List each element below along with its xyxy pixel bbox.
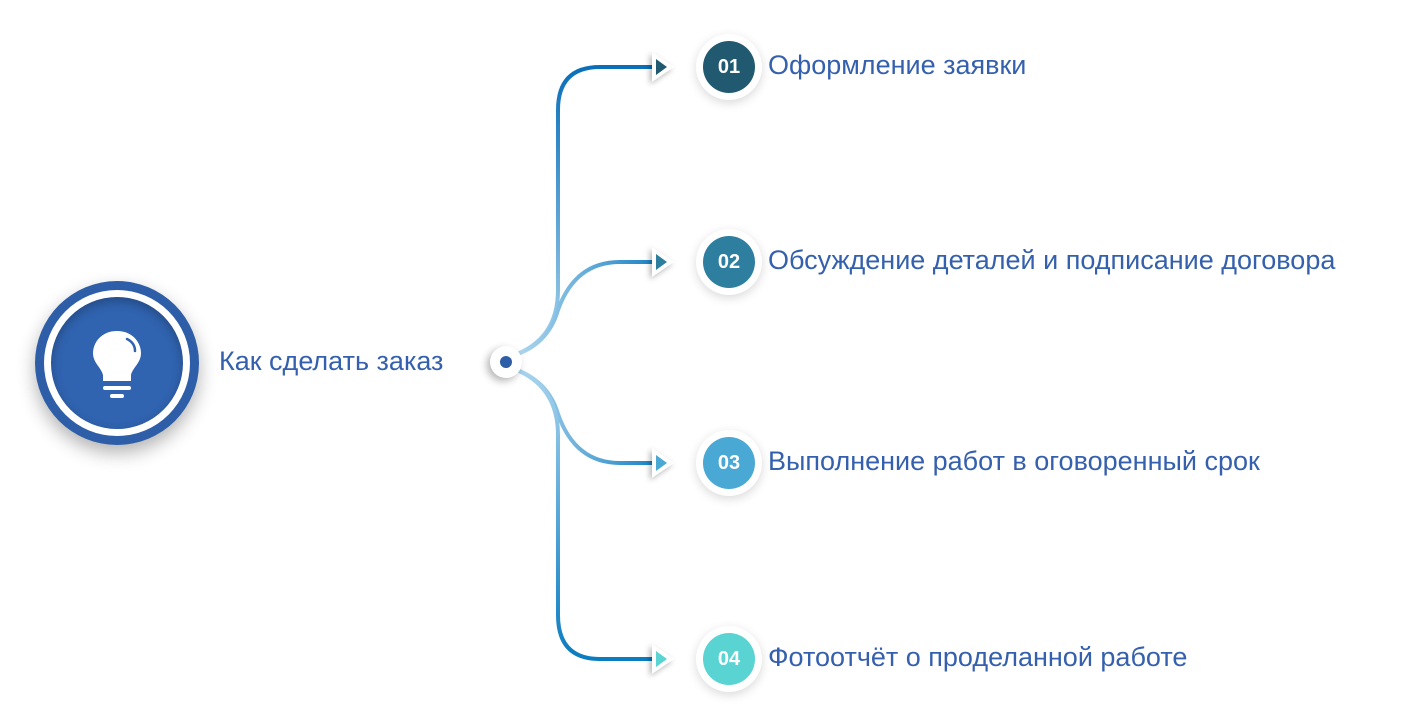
branch-04	[511, 366, 656, 661]
step-label: Фотоотчёт о проделанной работе	[768, 642, 1188, 672]
step-label: Обсуждение деталей и подписание договора	[768, 245, 1336, 275]
diagram-title: Как сделать заказ	[219, 346, 444, 376]
branch-01	[511, 65, 656, 358]
step-number-badge: 04	[696, 626, 762, 692]
junction-dot	[490, 346, 522, 378]
step-number-badge: 02	[696, 229, 762, 295]
step-number-badge: 01	[696, 34, 762, 100]
lightbulb-icon	[93, 331, 141, 398]
center-hub	[35, 281, 199, 445]
step-label: Выполнение работ в оговоренный срок	[768, 446, 1260, 476]
arrow-icon	[652, 52, 674, 674]
branch-02	[511, 260, 656, 358]
step-number-badge: 03	[696, 430, 762, 496]
step-label: Оформление заявки	[768, 50, 1027, 80]
